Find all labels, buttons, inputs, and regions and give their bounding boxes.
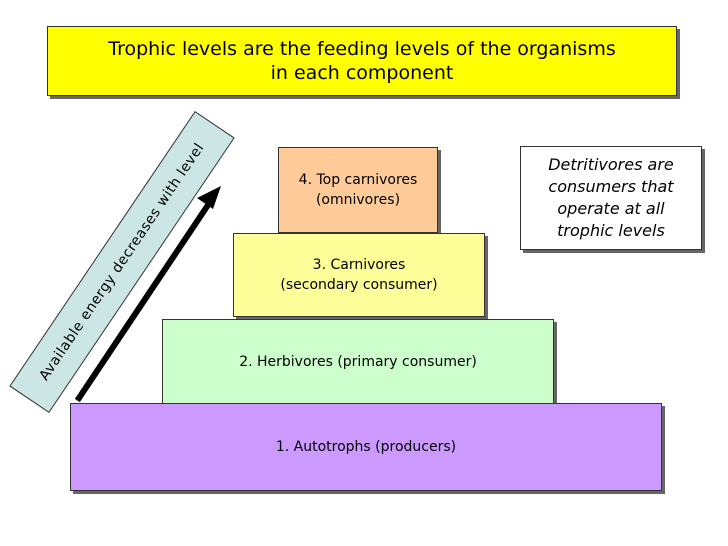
pyramid-level-1: 1. Autotrophs (producers) — [70, 403, 662, 491]
title-line-2: in each component — [270, 62, 454, 84]
arrow-up-right-icon — [74, 186, 221, 403]
title-text: Trophic levels are the feeding levels of… — [108, 37, 615, 85]
level-3-label-line-2: (secondary consumer) — [280, 277, 438, 293]
title-box: Trophic levels are the feeding levels of… — [47, 26, 677, 96]
pyramid-level-3: 3. Carnivores (secondary consumer) — [233, 233, 485, 317]
pyramid-level-2: 2. Herbivores (primary consumer) — [162, 319, 554, 405]
level-1-label: 1. Autotrophs (producers) — [275, 439, 457, 455]
detritivores-line-4: trophic levels — [557, 221, 665, 240]
detritivores-line-3: operate at all — [557, 199, 665, 218]
level-4-label-line-2: (omnivores) — [315, 192, 401, 208]
detritivores-note: Detritivores are consumers that operate … — [520, 146, 702, 250]
level-4-label-line-1: 4. Top carnivores — [298, 172, 418, 188]
detritivores-line-1: Detritivores are — [548, 155, 674, 174]
level-3-label-line-1: 3. Carnivores — [312, 257, 406, 273]
detritivores-line-2: consumers that — [548, 177, 674, 196]
title-line-1: Trophic levels are the feeding levels of… — [108, 38, 616, 60]
pyramid-level-4: 4. Top carnivores (omnivores) — [278, 147, 438, 233]
level-2-label: 2. Herbivores (primary consumer) — [239, 354, 477, 370]
